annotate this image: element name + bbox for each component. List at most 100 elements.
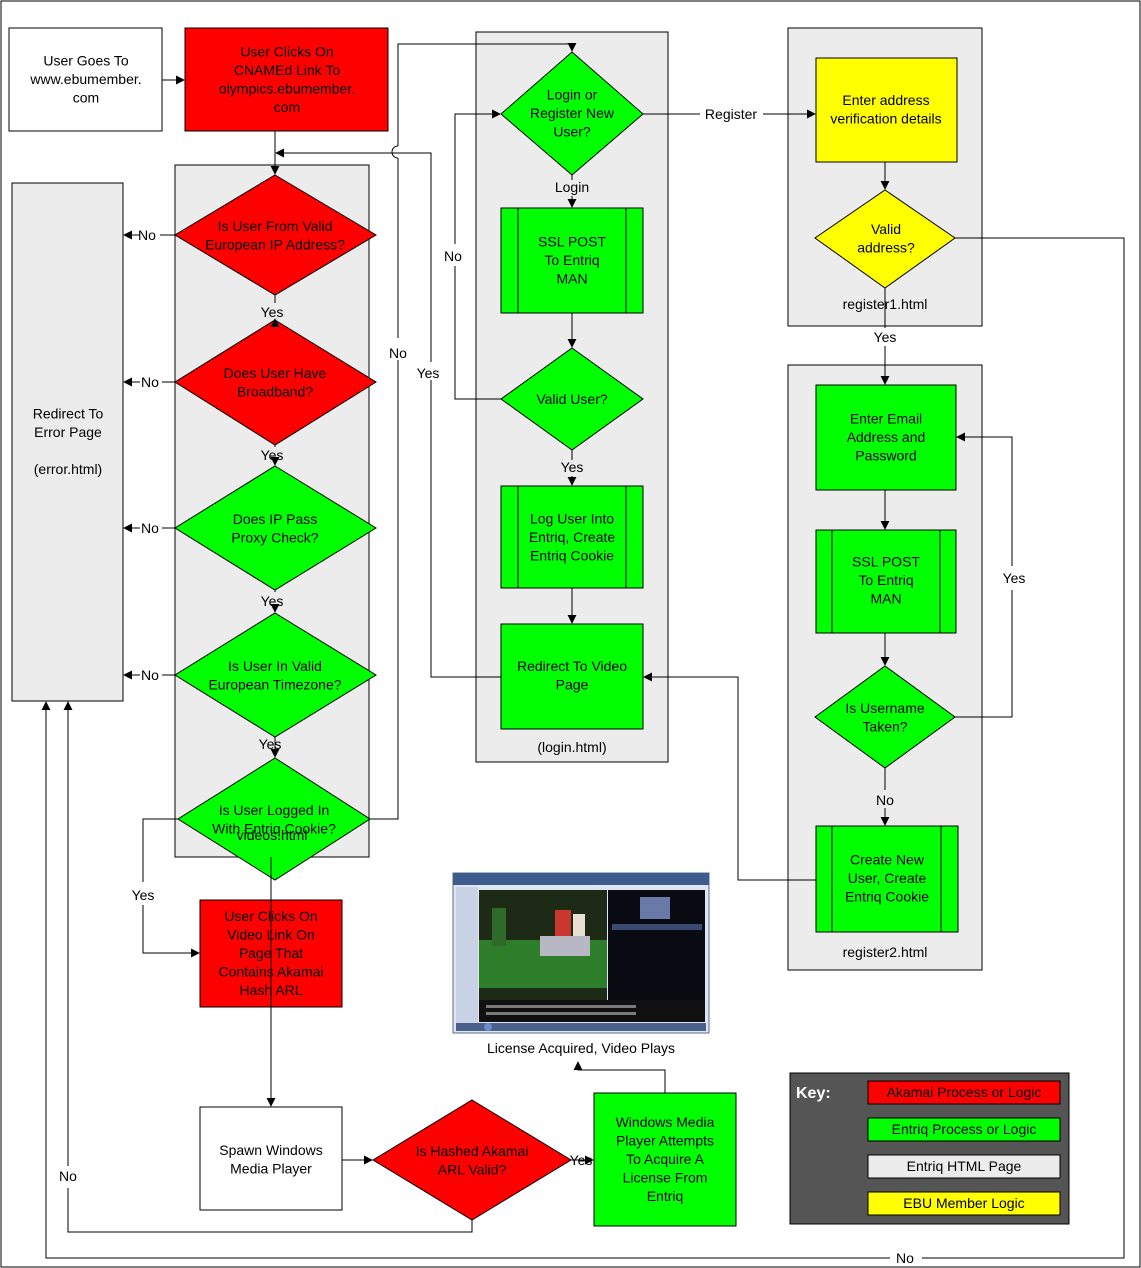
email-password-text-line: Enter Email [850,411,922,427]
cname-click-text-line: User Clicks On [240,43,333,59]
acquire-license-text-line: Entriq [647,1188,684,1204]
proxy-text-line: Proxy Check? [231,529,318,545]
cname-click-node [184,27,389,132]
edge-label-yes: Yes [132,887,155,903]
log-user-in-text-line: Log User Into [530,511,614,527]
edge-label-no: No [444,248,462,264]
spawn-wmp-text-line: Spawn Windows [219,1142,323,1158]
redirect-video-node [500,623,644,730]
cname-click-text-line: com [274,99,300,115]
register1-page-label: register1.html [843,296,928,312]
key-swatch-entriq [867,1117,1061,1142]
valid-ip-text-line: European IP Address? [205,236,345,252]
key-title: Key: [796,1085,831,1102]
login-or-register-text-line: Login or [547,87,598,103]
acquire-license-text-line: Windows Media [616,1114,715,1130]
video-link-text-line: User Clicks On [224,908,317,924]
spawn-wmp-node [199,1106,343,1211]
edge-label-no: No [141,667,159,683]
edge-label-yes: Yes [417,365,440,381]
ssl-post-login-text-line: MAN [556,271,587,287]
ssl-post-login-text-line: SSL POST [538,234,606,250]
login-page-label: (login.html) [537,739,606,755]
edge-label-yes: Yes [259,736,282,752]
video-link-text-line: Page That [239,945,303,961]
timezone-text-line: Is User In Valid [228,658,322,674]
email-password-text-line: Address and [847,429,926,445]
key-label-html: Entriq HTML Page [907,1158,1022,1174]
logged-in-text-line: Is User Logged In [219,802,330,818]
create-user-node [815,825,959,933]
redirect-video-text-line: Redirect To Video [517,658,627,674]
key-swatch-akamai [867,1080,1061,1105]
log-user-in-text-line: Entriq Cookie [530,548,614,564]
key-swatch-ebu [867,1191,1061,1216]
ssl-post-register-text-line: To Entriq [858,572,913,588]
acquire-license-text-line: Player Attempts [616,1133,714,1149]
create-user-text-line: Entriq Cookie [845,889,929,905]
edge-label-yes: Yes [261,593,284,609]
valid-ip-text-line: Is User From Valid [218,218,333,234]
login-or-register-text-line: Register New [530,105,615,121]
valid-address-text-line: Valid [871,221,901,237]
edge-label-no: No [896,1250,914,1266]
edge-label-yes: Yes [261,447,284,463]
edge-label-no: No [876,792,894,808]
start-text-line: www.ebumember. [29,71,141,87]
log-user-in-text-line: Entriq, Create [529,529,616,545]
key-label-entriq: Entriq Process or Logic [892,1121,1037,1137]
ssl-post-login-node [500,207,644,314]
register2-page-label: register2.html [843,944,928,960]
edge-label-login: Login [555,179,589,195]
cname-click-text-line: CNAMEd Link To [234,62,341,78]
hashed-arl-text-line: Is Hashed Akamai [416,1143,529,1159]
edge-label-no: No [389,345,407,361]
valid-user-text-line: Valid User? [536,391,608,407]
start-text-line: com [73,90,99,106]
error-page-text-line: Redirect To [33,405,104,421]
username-taken-text-line: Taken? [862,718,907,734]
logged-in-decision [177,757,371,881]
edge-label-yes: Yes [570,1152,593,1168]
address-details-node [815,57,958,163]
cname-click-text-line: olympics.ebumember. [219,80,355,96]
acquire-license-text-line: License From [623,1170,708,1186]
create-user-text-line: Create New [850,852,925,868]
broadband-text-line: Broadband? [237,383,314,399]
key-swatch-html [867,1154,1061,1179]
ssl-post-register-text-line: MAN [870,591,901,607]
start-text-line: User Goes To [43,53,129,69]
proxy-text-line: Does IP Pass [233,511,318,527]
email-password-node [815,384,957,491]
username-taken-text-line: Is Username [845,700,925,716]
address-details-text-line: Enter address [842,92,929,108]
video-link-text-line: Hash ARL [239,982,302,998]
email-password-text-line: Password [855,448,916,464]
login-or-register-text-line: User? [553,124,591,140]
key-label-ebu: EBU Member Logic [903,1195,1024,1211]
ssl-post-login-text-line: To Entriq [544,252,599,268]
logged-in-text-line: With Entriq Cookie? [212,820,336,836]
media-player-screenshot [452,872,710,1034]
start-node [8,27,163,132]
error-page-node [11,182,124,702]
key-label-akamai: Akamai Process or Logic [887,1084,1042,1100]
edge-label-yes: Yes [874,329,897,345]
edge-label-no: No [141,520,159,536]
edge-label-yes: Yes [1003,570,1026,586]
spawn-wmp-text-line: Media Player [230,1160,312,1176]
address-details-text-line: verification details [830,110,941,126]
edge-label-no: No [59,1168,77,1184]
ssl-post-register-node [815,529,957,634]
acquire-license-text-line: To Acquire A [626,1151,704,1167]
video-link-text-line: Video Link On [227,927,315,943]
edge-label-register: Register [705,106,757,122]
hashed-arl-text-line: ARL Valid? [438,1161,507,1177]
ssl-post-register-text-line: SSL POST [852,554,920,570]
timezone-text-line: European Timezone? [208,676,341,692]
player-caption: License Acquired, Video Plays [487,1040,675,1056]
edge-label-no: No [141,374,159,390]
error-page-text-line: Error Page [34,424,102,440]
edge-label-no: No [138,227,156,243]
